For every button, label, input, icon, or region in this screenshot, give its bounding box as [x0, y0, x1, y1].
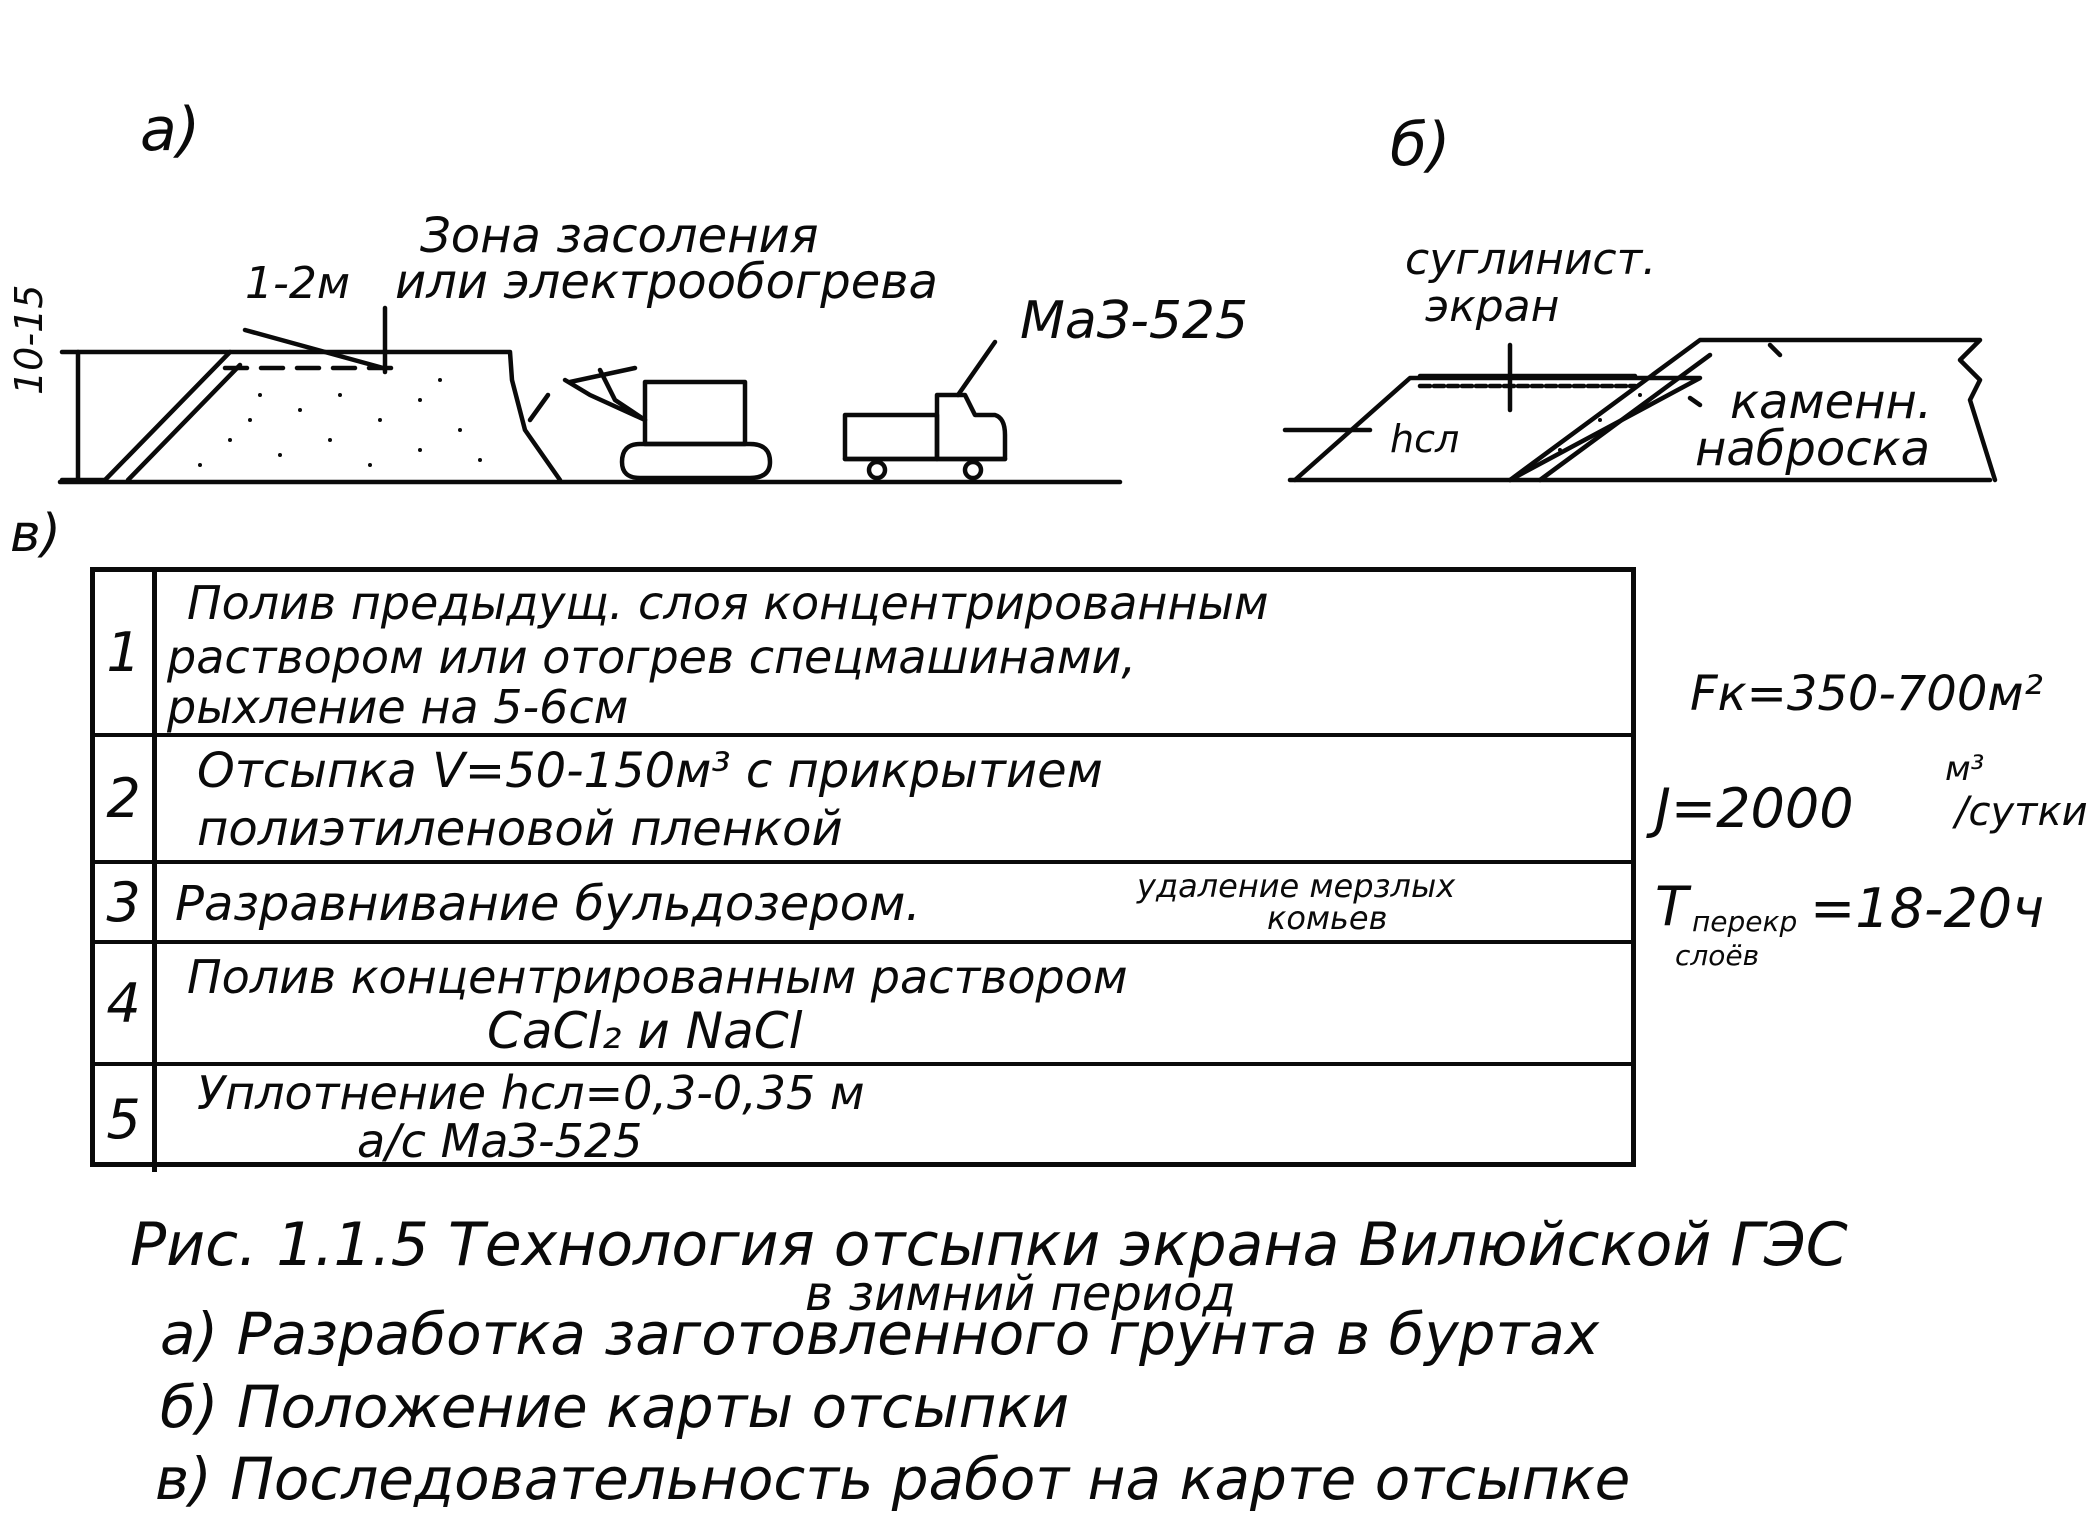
table-row: 1 Полив предыдущ. слоя концентрированным… — [95, 572, 1631, 737]
truck-body — [842, 412, 940, 462]
label-v: в) — [10, 504, 61, 564]
label-a: а) — [140, 95, 201, 165]
height-label: 10-15 — [7, 284, 51, 395]
row-number: 2 — [95, 737, 157, 860]
rock-fill-outline — [1507, 337, 1998, 483]
pile-inner-slope — [125, 362, 243, 483]
param-t-symbol: Т — [1655, 875, 1688, 938]
row-text: Полив предыдущ. слоя концентрированным р… — [167, 572, 1625, 733]
row-line: Отсыпка V=50-150м³ с прикрытием — [197, 743, 1103, 799]
row-line: раствором или отогрев спецмашинами, — [167, 630, 1137, 684]
row-number: 5 — [95, 1066, 157, 1172]
row-line: CaCl₂ и NaCl — [487, 1002, 803, 1060]
screen-label-line2: экран — [1425, 281, 1560, 332]
caption-item-a: а) Разработка заготовленного грунта в бу… — [160, 1300, 1600, 1368]
table-row: 4 Полив концентрированным раствором CaCl… — [95, 944, 1631, 1066]
pile-outline — [102, 349, 563, 483]
param-t-sub1: перекр — [1692, 905, 1798, 938]
rock-label-line1: каменн. — [1730, 374, 1933, 430]
param-j: J=2000 — [1655, 777, 1854, 840]
caption-title-line2: в зимний период — [805, 1266, 1236, 1322]
row-number: 4 — [95, 944, 157, 1062]
excavator-arm — [562, 367, 648, 423]
zone-label-line1: Зона засоления — [420, 208, 819, 264]
depth-leader — [242, 327, 386, 371]
row-line: Разравнивание бульдозером. — [175, 876, 921, 932]
row-note: удаление мерзлых — [1137, 867, 1456, 905]
zone-label-line2: или электрообогрева — [395, 254, 938, 310]
row-note: комьев — [1267, 899, 1388, 937]
row-number: 3 — [95, 864, 157, 940]
row-line: полиэтиленовой пленкой — [197, 801, 843, 857]
row-number: 1 — [95, 572, 157, 733]
param-t-value: =18-20ч — [1810, 877, 2045, 940]
param-t-sub2: слоёв — [1675, 939, 1760, 972]
param-fk: Fк=350-700м² — [1690, 666, 2043, 722]
label-b: б) — [1390, 110, 1451, 180]
row-text: Отсыпка V=50-150м³ с прикрытием полиэтил… — [167, 737, 1625, 860]
param-j-unit-bottom: /сутки — [1955, 789, 2088, 835]
pile-stipple — [198, 378, 1642, 467]
row-line: рыхление на 5-6см — [167, 680, 629, 734]
sketch-drawings — [57, 305, 1998, 485]
row-line: Уплотнение hсл=0,3-0,35 м — [197, 1066, 865, 1120]
rock-label-line2: наброска — [1695, 421, 1931, 477]
layer-label: hсл — [1390, 417, 1460, 461]
work-sequence-table: 1 Полив предыдущ. слоя концентрированным… — [90, 567, 1636, 1172]
row-text: Уплотнение hсл=0,3-0,35 м а/с МаЗ-525 — [167, 1066, 1625, 1172]
table-row: 5 Уплотнение hсл=0,3-0,35 м а/с МаЗ-525 — [95, 1066, 1631, 1172]
caption-title: Рис. 1.1.5 Технология отсыпки экрана Вил… — [130, 1210, 1848, 1280]
bulldozer-track — [619, 441, 773, 481]
truck-wheel-2 — [962, 459, 984, 481]
row-line: Полив концентрированным раствором — [187, 950, 1128, 1004]
param-j-unit-top: м³ — [1945, 749, 1985, 789]
bulldozer-cab — [642, 379, 748, 447]
row-line: а/с МаЗ-525 — [357, 1114, 643, 1168]
screen-label-line1: суглинист. — [1405, 234, 1657, 285]
truck-cab — [934, 392, 1008, 462]
truck-wheel-1 — [866, 459, 888, 481]
row-line: Полив предыдущ. слоя концентрированным — [187, 576, 1269, 630]
table-row: 3 Разравнивание бульдозером. удаление ме… — [95, 864, 1631, 944]
row-text: Полив концентрированным раствором CaCl₂ … — [167, 944, 1625, 1062]
caption-item-b: б) Положение карты отсыпки — [160, 1373, 1070, 1441]
depth-label: 1-2м — [245, 258, 351, 309]
truck-label: МаЗ-525 — [1020, 291, 1249, 351]
caption-item-c: в) Последовательность работ на карте отс… — [155, 1445, 1631, 1513]
truck-leader — [955, 339, 998, 398]
row-text: Разравнивание бульдозером. удаление мерз… — [167, 864, 1625, 940]
table-row: 2 Отсыпка V=50-150м³ с прикрытием полиэт… — [95, 737, 1631, 864]
